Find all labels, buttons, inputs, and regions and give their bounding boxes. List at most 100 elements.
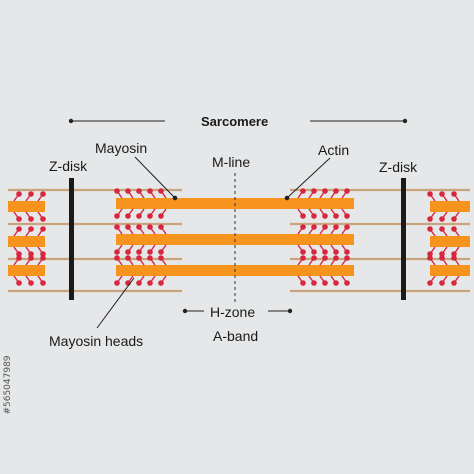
- myosin-head: [16, 191, 22, 197]
- bracket-dot: [68, 118, 74, 124]
- myosin-head: [344, 249, 350, 255]
- z-disk-right: [401, 178, 406, 300]
- myosin-head: [427, 255, 433, 261]
- myosin-filament: [430, 265, 470, 276]
- myosin-head: [333, 280, 339, 286]
- myosin-head: [333, 188, 339, 194]
- myosin-head: [16, 251, 22, 257]
- myosin-head: [28, 191, 34, 197]
- myosin-head: [147, 188, 153, 194]
- myosin-filament: [8, 265, 45, 276]
- myosin-head: [311, 213, 317, 219]
- leader-lines: [96, 156, 331, 329]
- myosin-head: [158, 224, 164, 230]
- myosin-head: [439, 191, 445, 197]
- actin-label: Actin: [318, 142, 350, 158]
- myosin-head: [147, 255, 153, 261]
- myosin-head: [322, 224, 328, 230]
- myosin-head: [344, 255, 350, 261]
- myosin-head: [311, 280, 317, 286]
- myosin-head: [40, 191, 46, 197]
- myosin-head: [311, 249, 317, 255]
- myosin-head: [322, 188, 328, 194]
- myosin-head: [311, 224, 317, 230]
- myosin-head: [451, 216, 457, 222]
- myosin-head: [439, 251, 445, 257]
- myosin-head: [158, 280, 164, 286]
- myosin-head: [344, 188, 350, 194]
- actin-filaments: [8, 188, 470, 293]
- myosin-head: [147, 280, 153, 286]
- myosin-head: [125, 249, 131, 255]
- h-zone-label: H-zone: [210, 304, 256, 320]
- myosin-head: [311, 188, 317, 194]
- myosin-head: [136, 224, 142, 230]
- myosin-head: [451, 255, 457, 261]
- myosin-head: [16, 280, 22, 286]
- myosin-head: [28, 216, 34, 222]
- myosin-head: [439, 280, 445, 286]
- myosin-head: [344, 213, 350, 219]
- myosin-head: [333, 213, 339, 219]
- myosin-head: [16, 226, 22, 232]
- myosin-head: [322, 213, 328, 219]
- myosin-head: [427, 280, 433, 286]
- myosin-head: [136, 255, 142, 261]
- myosin-filament: [430, 201, 470, 212]
- myosin-filament: [8, 236, 45, 247]
- myosin-head: [136, 249, 142, 255]
- myosin-head: [158, 249, 164, 255]
- myosin-head: [147, 249, 153, 255]
- myosin-head: [300, 188, 306, 194]
- myosin-head: [16, 255, 22, 261]
- myosin-head: [114, 255, 120, 261]
- a-band-label: A-band: [213, 328, 259, 344]
- myosin-head: [300, 255, 306, 261]
- myosin-head: [451, 280, 457, 286]
- myosin-head: [28, 251, 34, 257]
- z-disk-left: [69, 178, 74, 300]
- myosin-head: [136, 188, 142, 194]
- myosin-head: [322, 249, 328, 255]
- myosin-head: [427, 226, 433, 232]
- myosin-head: [344, 280, 350, 286]
- myosin-head: [125, 213, 131, 219]
- myosin-head: [114, 188, 120, 194]
- myosin-head: [16, 216, 22, 222]
- diagram-title: Sarcomere: [201, 114, 269, 129]
- bracket-dot: [402, 118, 408, 124]
- z-disk-left-label: Z-disk: [49, 158, 88, 174]
- myosin-head: [333, 224, 339, 230]
- myosin-head: [158, 213, 164, 219]
- myosin-head: [125, 255, 131, 261]
- myosin-head: [300, 213, 306, 219]
- myosin-head: [136, 213, 142, 219]
- h-zone-dot: [287, 308, 293, 314]
- myosin-head: [451, 251, 457, 257]
- myosin-head: [40, 251, 46, 257]
- myosin-head: [125, 188, 131, 194]
- myosin-head: [114, 224, 120, 230]
- myosin-filament: [8, 201, 45, 212]
- myosin-head: [28, 226, 34, 232]
- myosin-heads: [13, 188, 460, 286]
- myosin-head: [114, 249, 120, 255]
- myosin-head: [28, 255, 34, 261]
- myosin-head: [451, 226, 457, 232]
- myosin-head: [333, 249, 339, 255]
- watermark-id: #565047989: [3, 355, 13, 415]
- myosin-heads-label: Mayosin heads: [49, 333, 144, 349]
- myosin-label: Mayosin: [95, 140, 148, 156]
- myosin-head: [344, 224, 350, 230]
- myosin-head: [40, 226, 46, 232]
- myosin-head: [322, 280, 328, 286]
- myosin-head: [114, 280, 120, 286]
- myosin-head: [322, 255, 328, 261]
- myosin-head: [439, 216, 445, 222]
- myosin-head: [300, 224, 306, 230]
- m-line-label: M-line: [212, 154, 251, 170]
- myosin-head: [158, 255, 164, 261]
- myosin-head: [40, 216, 46, 222]
- myosin-filaments: [8, 198, 470, 276]
- myosin-head: [300, 280, 306, 286]
